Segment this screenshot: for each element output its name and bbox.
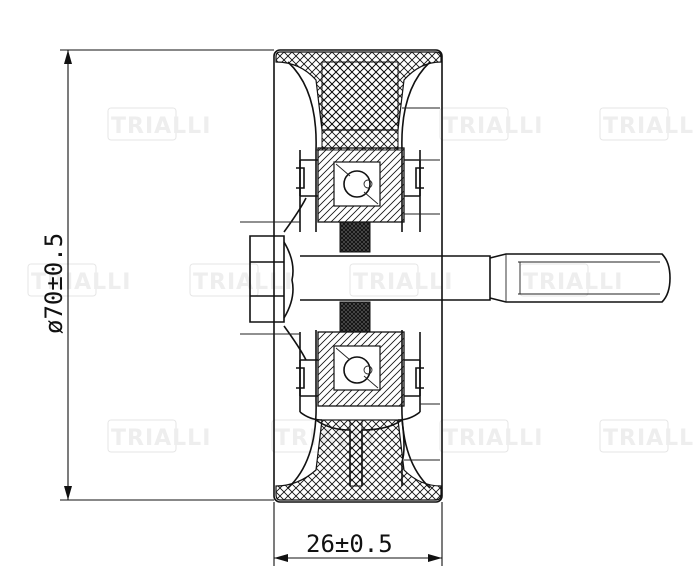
svg-text:TRIALLI: TRIALLI (111, 426, 211, 451)
watermark: TRIALLI (439, 419, 543, 453)
watermark: TRIALLI (439, 107, 543, 141)
watermark: TRIALLI (599, 419, 696, 453)
watermark: TRIALLI (519, 263, 623, 297)
pulley-body (273, 49, 443, 503)
watermark: TRIALLI (27, 263, 131, 297)
svg-text:TRIALLI: TRIALLI (603, 114, 696, 139)
width-label: 26±0.5 (306, 530, 393, 558)
svg-text:TRIALLI: TRIALLI (603, 426, 696, 451)
diameter-label: ø70±0.5 (40, 233, 68, 334)
bearing-ball (343, 356, 371, 384)
diameter-dimension: ø70±0.5 (40, 49, 274, 501)
svg-text:TRIALLI: TRIALLI (31, 270, 131, 295)
svg-text:TRIALLI: TRIALLI (523, 270, 623, 295)
svg-text:TRIALLI: TRIALLI (193, 270, 293, 295)
svg-text:TRIALLI: TRIALLI (443, 114, 543, 139)
svg-text:TRIALLI: TRIALLI (443, 426, 543, 451)
watermark: TRIALLI (599, 107, 696, 141)
leader-lines (402, 107, 440, 461)
watermark: TRIALLI (107, 107, 211, 141)
bolt-head (240, 197, 307, 361)
shaft (300, 253, 671, 303)
svg-text:TRIALLI: TRIALLI (353, 270, 453, 295)
svg-text:TRIALLI: TRIALLI (111, 114, 211, 139)
upper-bearing (296, 147, 424, 223)
watermark: TRIALLI (349, 263, 453, 297)
lower-web-section (349, 419, 363, 487)
upper-web-section (321, 61, 399, 151)
width-dimension: 26±0.5 (273, 502, 443, 566)
watermark: TRIALLI (189, 263, 293, 297)
bearing-ball (343, 170, 371, 198)
lower-bearing (296, 331, 424, 407)
watermark: TRIALLI (107, 419, 211, 453)
upper-spacer (339, 221, 371, 253)
lower-spacer (339, 301, 371, 333)
